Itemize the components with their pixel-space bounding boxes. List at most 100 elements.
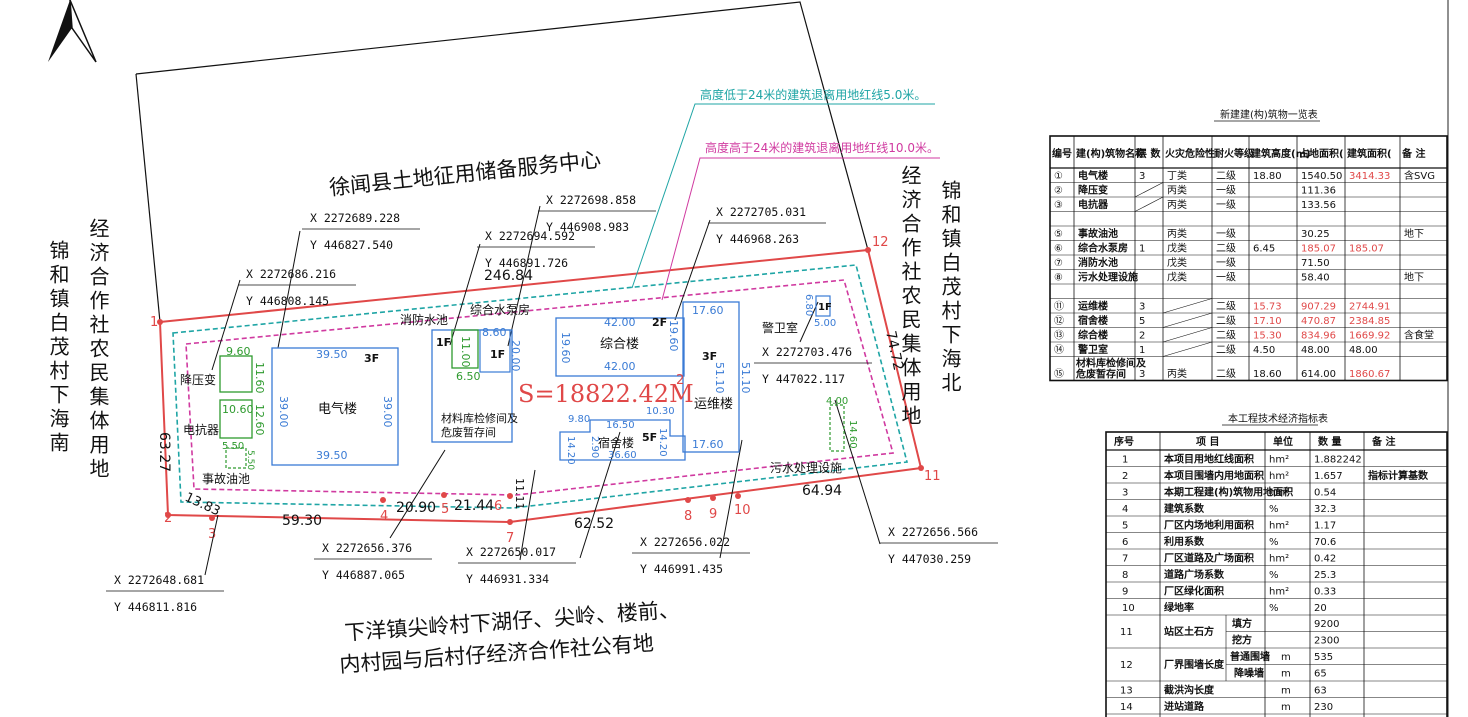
table1-header-1: 建(构)筑物名称 <box>1075 147 1145 160</box>
table2-cell: 截洪沟长度 <box>1164 684 1215 697</box>
table1-cell: 地下 <box>1404 271 1424 284</box>
vertex-label-5: 5 <box>441 502 449 517</box>
table1-cell: ① <box>1054 171 1063 182</box>
leader-lines <box>204 205 881 576</box>
west-neighbor-label-b: 经济合作社农民集体用地 <box>86 218 110 482</box>
table1-cell: ⑭ <box>1054 344 1064 356</box>
edge-length-b4: 62.52 <box>574 516 614 532</box>
table1-cell: 一级 <box>1216 228 1236 240</box>
table2-cell: 降噪墙 <box>1234 667 1264 680</box>
table2-cell: 2300 <box>1314 636 1339 647</box>
table1-cell: ⑥ <box>1054 244 1063 255</box>
west-neighbor-label-a: 锦和镇白茂村下海南 <box>46 240 70 456</box>
svg-text:14.60: 14.60 <box>847 420 858 449</box>
fire-pool-label: 消防水池 <box>400 312 448 327</box>
table2-cell: m <box>1281 652 1291 663</box>
table1-cell: 综合水泵房 <box>1078 242 1128 255</box>
table2-cell: 1 <box>1122 455 1128 466</box>
table1-cell: 电气楼 <box>1078 169 1108 182</box>
table2-cell: 建筑系数 <box>1163 502 1205 515</box>
table1-header-5: 建筑高度(m) <box>1250 147 1311 160</box>
table2-cell: hm² <box>1269 587 1289 598</box>
svg-text:39.00: 39.00 <box>277 396 290 428</box>
coord-x-9: X 2272656.022 <box>640 535 730 549</box>
svg-text:12.60: 12.60 <box>253 404 266 436</box>
north-arrow-icon <box>48 0 97 63</box>
table1-cell: 17.10 <box>1253 316 1282 327</box>
table1-cell: 2 <box>1139 331 1145 342</box>
table1-cell: 丙类 <box>1167 184 1187 197</box>
table1-cell: 18.80 <box>1253 171 1282 182</box>
table1-cell: 一级 <box>1216 272 1236 284</box>
vertex-label-6: 6 <box>494 499 502 514</box>
table1-cell: 降压变 <box>1078 184 1108 197</box>
svg-text:36.60: 36.60 <box>608 450 637 461</box>
table2-cell: 10 <box>1122 603 1135 614</box>
table1-cell: ⑧ <box>1054 273 1063 284</box>
svg-text:11.60: 11.60 <box>253 362 266 394</box>
table1-cell: 戊类 <box>1167 242 1187 255</box>
table1-cell: 运维楼 <box>1078 300 1108 313</box>
table1-header-0: 编号 <box>1052 147 1072 160</box>
table2-cell: 本期工程建(构)筑物用地面积 <box>1164 486 1293 499</box>
table2-cell: 12 <box>1120 660 1133 671</box>
coord-y-1: Y 446827.540 <box>310 238 393 252</box>
table1-cell: 48.00 <box>1301 345 1330 356</box>
table2-cell: hm² <box>1269 521 1289 532</box>
table1-cell: 3 <box>1139 302 1145 313</box>
note-low-setback: 高度低于24米的建筑退离用地红线5.0米。 <box>700 87 926 102</box>
table2-cell: m <box>1281 669 1291 680</box>
table1-cell: 111.36 <box>1301 186 1336 197</box>
table2-cell: 2 <box>1122 471 1128 482</box>
table1-cell: 一级 <box>1216 199 1236 211</box>
coord-y-11: Y 446811.816 <box>114 600 197 614</box>
svg-text:10.60: 10.60 <box>222 403 254 416</box>
table2-cell: 厂区道路及广场面积 <box>1164 552 1254 565</box>
table2-cell: 厂区绿化面积 <box>1164 585 1224 598</box>
table1-cell: 48.00 <box>1349 345 1378 356</box>
table1-cell: 1 <box>1139 244 1145 255</box>
table1-cell: 2384.85 <box>1349 316 1390 327</box>
table2-header-0: 序号 <box>1114 435 1134 448</box>
coord-x-5: X 2272705.031 <box>716 205 806 219</box>
table2-cell: 5 <box>1122 521 1128 532</box>
vertex-label-8: 8 <box>684 509 692 524</box>
svg-text:17.60: 17.60 <box>692 438 724 451</box>
table2-cell: hm² <box>1269 488 1289 499</box>
svg-text:51.10: 51.10 <box>713 362 726 394</box>
setback-5m-line <box>172 264 909 509</box>
table1-cell: ⑤ <box>1054 229 1063 240</box>
svg-text:42.00: 42.00 <box>604 316 636 329</box>
table1-cell: 470.87 <box>1301 316 1336 327</box>
buildings <box>219 295 845 469</box>
edge-length-b5: 64.94 <box>802 483 842 499</box>
ops-building-label: 运维楼 <box>694 397 733 412</box>
svg-text:5F: 5F <box>642 431 657 444</box>
table1-cell: 3414.33 <box>1349 171 1390 182</box>
coord-x-11: X 2272648.681 <box>114 573 204 587</box>
table2-cell: % <box>1269 537 1279 548</box>
table2-cell: 0.54 <box>1314 488 1336 499</box>
table2-cell: 65 <box>1314 669 1327 680</box>
table1-header-4: 耐火等级 <box>1214 147 1255 160</box>
table2-cell: 63 <box>1314 686 1327 697</box>
table1-cell: 地下 <box>1404 227 1424 240</box>
table1-cell: 丁类 <box>1167 169 1187 182</box>
east-neighbor-label-b: 锦和镇白茂村下海北 <box>938 180 962 396</box>
table2-cell: 厂区内场地利用面积 <box>1164 519 1254 532</box>
table1-header-7: 建筑面积( <box>1346 147 1392 160</box>
table2-cell: 70.6 <box>1314 537 1336 548</box>
table1-cell: 电抗器 <box>1078 198 1109 211</box>
table1-cell: 二级 <box>1216 243 1236 255</box>
table2-cell: 13 <box>1120 686 1133 697</box>
table1-cell: 4.50 <box>1253 345 1275 356</box>
table1-cell: 71.50 <box>1301 258 1330 269</box>
svg-text:5.50: 5.50 <box>245 450 255 470</box>
table2-cell: 1.657 <box>1314 471 1343 482</box>
svg-text:42.00: 42.00 <box>604 360 636 373</box>
table1-cell: 30.25 <box>1301 229 1330 240</box>
site-area-label: S=18822.42M <box>518 380 694 408</box>
